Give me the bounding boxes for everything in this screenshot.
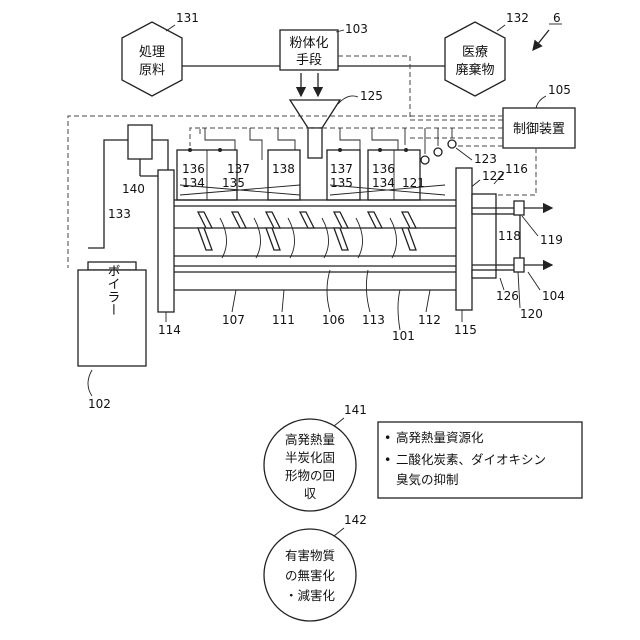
- circle-142-line2: の無害化: [285, 568, 336, 583]
- circle-141-line2: 半炭化固: [285, 450, 335, 465]
- ref-118: 118: [498, 229, 521, 243]
- end-plate-114: [158, 170, 174, 312]
- ref-122: 122: [482, 169, 505, 183]
- raw-material-line1: 処理: [139, 45, 165, 60]
- ref-123: 123: [474, 152, 497, 166]
- figure-pointer-arrow: [533, 30, 549, 50]
- ref-135a: 135: [222, 176, 245, 190]
- ref-125: 125: [360, 89, 383, 103]
- effects-bullet2-line2: 臭気の抑制: [396, 472, 459, 487]
- screw-flights: [198, 212, 416, 250]
- figure-number: 6: [553, 11, 561, 25]
- circle-141-line4: 収: [304, 486, 317, 501]
- ref-106: 106: [322, 313, 345, 327]
- ref-131: 131: [176, 11, 199, 25]
- ref-112: 112: [418, 313, 441, 327]
- pulverizer-line1: 粉体化: [289, 36, 328, 51]
- ref-136b: 136: [372, 162, 395, 176]
- ref-115: 115: [454, 323, 477, 337]
- ref-142: 142: [344, 513, 367, 527]
- circle-141-line1: 高発熱量: [285, 432, 335, 447]
- circle-142-node: 有害物質 の無害化 ・減害化: [264, 529, 356, 621]
- ref-102: 102: [88, 397, 111, 411]
- component-140: [128, 125, 152, 159]
- ref-137b: 137: [330, 162, 353, 176]
- ref-107: 107: [222, 313, 245, 327]
- ref-120: 120: [520, 307, 543, 321]
- ref-114: 114: [158, 323, 181, 337]
- boiler-label: ボイラー: [105, 264, 120, 316]
- ref-111: 111: [272, 313, 295, 327]
- ref-116: 116: [505, 162, 528, 176]
- effects-bullet1: 高発熱量資源化: [396, 430, 484, 445]
- ref-136a: 136: [182, 162, 205, 176]
- svg-text:•: •: [384, 452, 391, 467]
- ref-141: 141: [344, 403, 367, 417]
- medical-waste-line2: 廃棄物: [455, 62, 494, 78]
- circle-141-line3: 形物の回: [285, 468, 335, 483]
- ref-138: 138: [272, 162, 295, 176]
- ref-135b: 135: [330, 176, 353, 190]
- controller-node: 制御装置: [503, 108, 575, 148]
- ref-134b: 134: [372, 176, 395, 190]
- ref-134a: 134: [182, 176, 205, 190]
- sensor-121: [421, 156, 429, 164]
- effects-box: • 高発熱量資源化 • 二酸化炭素、ダイオキシン 臭気の抑制: [378, 422, 582, 498]
- ref-140: 140: [122, 182, 145, 196]
- pulverizer-line2: 手段: [296, 53, 322, 68]
- ref-113: 113: [362, 313, 385, 327]
- medical-waste-node: 医療 廃棄物: [445, 22, 505, 96]
- ref-104: 104: [542, 289, 565, 303]
- ref-126: 126: [496, 289, 519, 303]
- circle-141-node: 高発熱量 半炭化固 形物の回 収: [264, 419, 356, 511]
- boiler-node: ボイラー: [78, 262, 146, 366]
- circle-142-line1: 有害物質: [285, 548, 335, 563]
- medical-waste-line1: 医療: [462, 45, 488, 60]
- ref-105: 105: [548, 83, 571, 97]
- effects-bullet2-line1: 二酸化炭素、ダイオキシン: [396, 452, 546, 467]
- circle-142-line3: ・減害化: [285, 588, 336, 603]
- end-plate-115: [456, 168, 472, 310]
- ref-132: 132: [506, 11, 529, 25]
- svg-text:•: •: [384, 430, 391, 445]
- ref-133: 133: [108, 207, 131, 221]
- sensor-123b: [448, 140, 456, 148]
- ref-101: 101: [392, 329, 415, 343]
- ref-137a: 137: [227, 162, 250, 176]
- controller-label: 制御装置: [513, 122, 565, 137]
- sensor-123a: [434, 148, 442, 156]
- raw-material-node: 処理 原料: [122, 22, 182, 96]
- raw-material-line2: 原料: [139, 63, 165, 78]
- ref-119: 119: [540, 233, 563, 247]
- ref-103: 103: [345, 22, 368, 36]
- pulverizer-node: 粉体化 手段: [280, 30, 338, 70]
